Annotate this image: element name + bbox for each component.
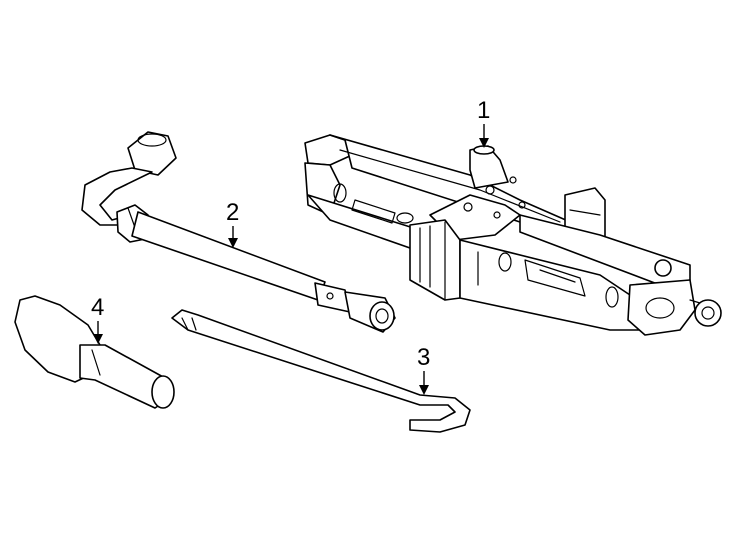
callout-label-1: 1	[477, 97, 490, 124]
arrowhead-4	[93, 334, 103, 344]
callout-1: 1	[477, 97, 490, 148]
callout-label-3: 3	[417, 344, 430, 371]
callout-2: 2	[226, 199, 239, 248]
jack-knob-handle	[14, 295, 175, 409]
scissor-jack	[304, 134, 722, 336]
jack-handle-hook	[171, 309, 471, 433]
arrowhead-2	[228, 238, 238, 248]
callout-3: 3	[417, 344, 430, 395]
callout-label-2: 2	[226, 199, 239, 226]
arrowhead-1	[479, 138, 489, 148]
callout-label-4: 4	[91, 294, 104, 321]
lug-wrench	[81, 131, 396, 333]
callout-4: 4	[91, 294, 104, 344]
arrowhead-3	[419, 385, 429, 395]
